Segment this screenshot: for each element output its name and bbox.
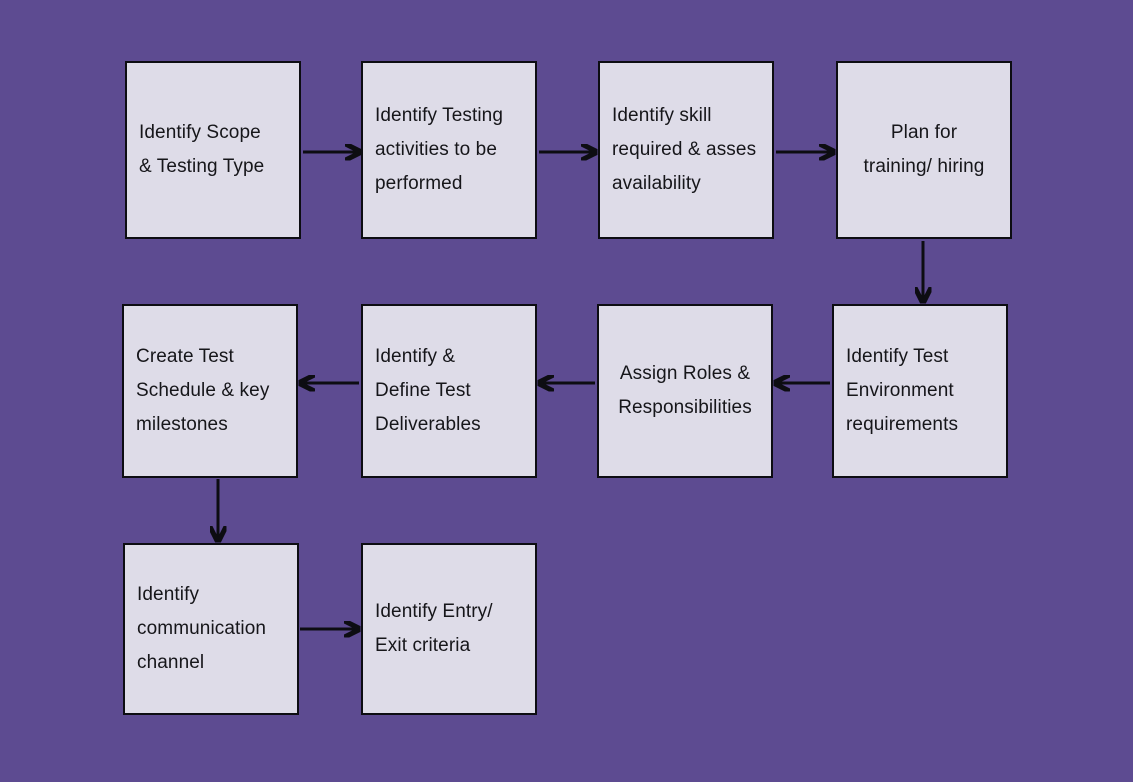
- node-label: Identify Testing activities to be perfor…: [375, 105, 503, 194]
- node-create-test-schedule-milestones[interactable]: Create Test Schedule & key milestones: [122, 304, 298, 478]
- node-identify-define-test-deliverables[interactable]: Identify & Define Test Deliverables: [361, 304, 537, 478]
- node-label: Plan for training/ hiring: [863, 122, 985, 177]
- node-plan-for-training-hiring[interactable]: Plan for training/ hiring: [836, 61, 1012, 239]
- node-assign-roles-responsibilities[interactable]: Assign Roles & Responsibilities: [597, 304, 773, 478]
- node-label: Create Test Schedule & key milestones: [136, 346, 270, 435]
- node-identify-test-environment-requirements[interactable]: Identify Test Environment requirements: [832, 304, 1008, 478]
- node-identify-testing-activities[interactable]: Identify Testing activities to be perfor…: [361, 61, 537, 239]
- node-label: Identify communication channel: [137, 584, 267, 673]
- node-label: Identify Entry/ Exit criteria: [375, 601, 493, 656]
- node-label: Identify Test Environment requirements: [846, 346, 959, 435]
- node-label: Identify & Define Test Deliverables: [375, 346, 481, 435]
- node-label: Assign Roles & Responsibilities: [618, 363, 752, 418]
- node-label: Identify skill required & asses availabi…: [612, 105, 757, 194]
- node-identify-scope-testing-type[interactable]: Identify Scope & Testing Type: [125, 61, 301, 239]
- node-identify-communication-channel[interactable]: Identify communication channel: [123, 543, 299, 715]
- node-identify-skill-required[interactable]: Identify skill required & asses availabi…: [598, 61, 774, 239]
- node-identify-entry-exit-criteria[interactable]: Identify Entry/ Exit criteria: [361, 543, 537, 715]
- node-label: Identify Scope & Testing Type: [139, 122, 265, 177]
